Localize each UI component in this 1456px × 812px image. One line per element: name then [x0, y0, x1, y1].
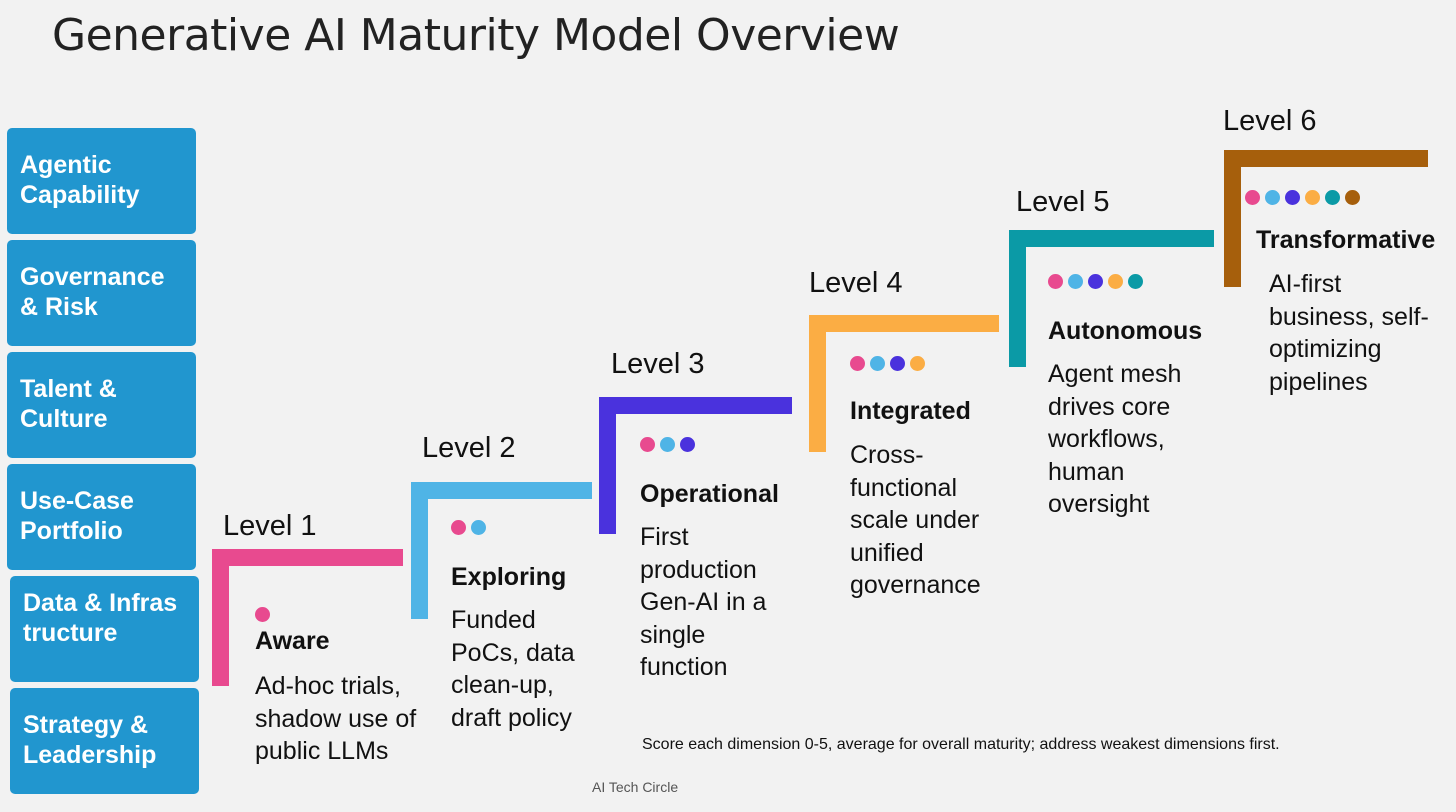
dot-level-3 [1088, 274, 1103, 289]
dimension-use-case-portfolio: Use-Case Portfolio [7, 464, 196, 570]
dot-level-6 [1345, 190, 1360, 205]
level-1-step-riser [212, 549, 229, 686]
level-1-dots [255, 607, 270, 622]
level-4-description: Cross-functional scale under unified gov… [850, 441, 981, 599]
level-6-step-riser [1224, 150, 1241, 287]
level-6-label: Level 6 [1223, 105, 1317, 137]
dot-level-2 [471, 520, 486, 535]
dot-level-4 [1108, 274, 1123, 289]
level-4-step-riser [809, 315, 826, 452]
level-2-step-riser [411, 482, 428, 619]
dimension-data-infrastructure: Data & Infrastructure [10, 576, 199, 682]
dot-level-1 [850, 356, 865, 371]
credit-text: AI Tech Circle [592, 779, 679, 795]
dot-level-1 [640, 437, 655, 452]
level-5-label: Level 5 [1016, 186, 1110, 218]
dot-level-2 [660, 437, 675, 452]
dimension-strategy-leadership: Strategy & Leadership [10, 688, 199, 794]
level-2-step-top [411, 482, 592, 499]
level-3-name: Operational [640, 480, 779, 508]
dimension-talent-culture: Talent & Culture [7, 352, 196, 458]
level-3-step-top [599, 397, 792, 414]
level-3-step-riser [599, 397, 616, 534]
dot-level-3 [680, 437, 695, 452]
level-4-step-top [809, 315, 999, 332]
dot-level-4 [1305, 190, 1320, 205]
level-6-name: Transformative [1256, 226, 1436, 254]
dot-level-2 [1265, 190, 1280, 205]
level-5-description: Agent mesh drives core workflows, human … [1048, 360, 1182, 518]
level-2-dots [451, 520, 486, 535]
dot-level-2 [1068, 274, 1083, 289]
dot-level-1 [1245, 190, 1260, 205]
level-1-step-top [212, 549, 403, 566]
level-1-description: Ad-hoc trials, shadow use of public LLMs [255, 672, 417, 765]
dot-level-3 [1285, 190, 1300, 205]
dot-level-1 [255, 607, 270, 622]
level-5-step-riser [1009, 230, 1026, 367]
level-4-dots [850, 356, 925, 371]
dimension-agentic-capability: Agentic Capability [7, 128, 196, 234]
level-2-label: Level 2 [422, 432, 516, 464]
level-4-name: Integrated [850, 397, 971, 425]
page-title: Generative AI Maturity Model Overview [52, 10, 900, 61]
dimension-governance-risk: Governance & Risk [7, 240, 196, 346]
level-6-step-top [1224, 150, 1428, 167]
level-5-dots [1048, 274, 1143, 289]
dot-level-5 [1128, 274, 1143, 289]
level-2-name: Exploring [451, 563, 567, 591]
level-6-description: AI-first business, self-optimizing pipel… [1269, 270, 1429, 396]
level-1-name: Aware [255, 627, 330, 655]
level-5-step-top [1009, 230, 1214, 247]
dot-level-5 [1325, 190, 1340, 205]
level-3-description: First production Gen-AI in a single func… [640, 523, 767, 681]
scoring-footnote: Score each dimension 0-5, average for ov… [642, 736, 1280, 753]
level-4-label: Level 4 [809, 267, 903, 299]
level-5-name: Autonomous [1048, 317, 1203, 345]
dot-level-1 [1048, 274, 1063, 289]
level-6-dots [1245, 190, 1360, 205]
dot-level-2 [870, 356, 885, 371]
level-3-dots [640, 437, 695, 452]
level-2-description: Funded PoCs, data clean-up, draft policy [451, 606, 575, 732]
dot-level-4 [910, 356, 925, 371]
dot-level-3 [890, 356, 905, 371]
level-3-label: Level 3 [611, 348, 705, 380]
dot-level-1 [451, 520, 466, 535]
level-1-label: Level 1 [223, 510, 317, 542]
